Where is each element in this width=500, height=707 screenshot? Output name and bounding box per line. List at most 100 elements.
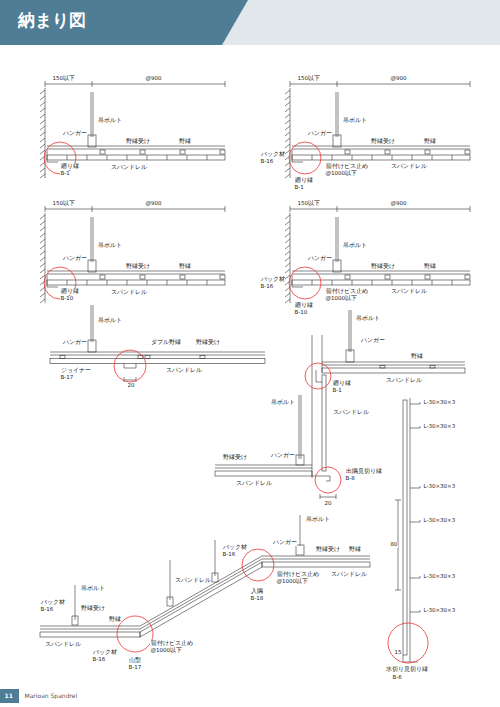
panel-groove [207, 155, 208, 160]
hanger [333, 260, 341, 272]
part-label: 20 [127, 383, 135, 389]
part-label: 出隅見切り縁 [345, 469, 382, 475]
ceiling-detail [40, 81, 225, 178]
wall-hatch [285, 126, 290, 130]
part-label: L-30×30×3 [423, 518, 456, 524]
part-label: 野縁 [410, 354, 423, 360]
furring [220, 150, 225, 154]
furring [100, 150, 105, 154]
part-label: 野縁受け [315, 547, 340, 553]
part-label: 野縁受け [125, 264, 150, 270]
panel-groove [432, 155, 433, 160]
wall-hatch [285, 263, 290, 267]
dimension-tick [45, 81, 46, 87]
edge-trim [47, 275, 58, 287]
panel-groove [312, 280, 313, 285]
wall-hatch [40, 257, 45, 261]
part-label: B-16 [260, 284, 274, 290]
wall-hatch [40, 90, 45, 94]
part-label: 野縁受け [195, 340, 220, 346]
part-label: バック材 [222, 545, 247, 551]
wall-hatch [40, 275, 45, 279]
wall-hatch [285, 275, 290, 279]
panel-groove [67, 155, 68, 160]
part-label: B-1 [60, 171, 70, 177]
wall-hatch [40, 269, 45, 273]
part-label: 留付けビス止め [325, 164, 368, 170]
dimension-tick [290, 81, 291, 87]
furring [180, 150, 185, 154]
panel-groove [67, 280, 68, 285]
part-label: 山型 [128, 658, 141, 664]
wall-hatch [40, 293, 45, 297]
part-label: 留付けビス止め [150, 641, 193, 647]
dimension-tick [337, 81, 338, 87]
wall-hatch [285, 108, 290, 112]
wall-hatch [285, 162, 290, 166]
part-label: L-30×30×3 [423, 400, 456, 406]
part-label: 野縁 [178, 264, 191, 270]
part-label: 廻り縁 [60, 164, 79, 170]
wall-hatch [285, 102, 290, 106]
furring [140, 150, 145, 154]
dimension-tick [337, 206, 338, 212]
part-label: B-16 [222, 552, 236, 558]
joint-detail [50, 305, 265, 382]
part-label: 80 [390, 542, 398, 548]
part-label: スパンドレル [174, 578, 211, 584]
part-label: 野縁 [178, 139, 191, 145]
spandrel-panel [47, 155, 225, 160]
panel-groove [372, 155, 373, 160]
wall-hatch [285, 221, 290, 225]
panel-groove [87, 155, 88, 160]
part-label: スパンドレル [390, 289, 427, 295]
wall-hatch [285, 239, 290, 243]
wall-hatch [40, 227, 45, 231]
page-title: 納まり図 [18, 11, 86, 30]
panel-groove [107, 280, 108, 285]
panel-groove [207, 280, 208, 285]
footer [0, 689, 19, 703]
wall-hatch [40, 263, 45, 267]
wall-hatch [285, 215, 290, 219]
part-label: B-8 [345, 476, 355, 482]
part-label: B-6 [392, 675, 402, 681]
panel-groove [312, 155, 313, 160]
furring [425, 275, 430, 279]
part-label: 廻り縁 [60, 289, 79, 295]
part-label: 吊ボルト [305, 517, 330, 523]
ceiling-detail [40, 206, 225, 303]
wall-hatch [40, 144, 45, 148]
part-label: バック材 [92, 650, 117, 656]
hanging-bolt [91, 217, 92, 262]
dimension-line [290, 209, 470, 210]
part-label: ハンガー [270, 453, 295, 459]
part-label: 150以下 [52, 76, 76, 82]
panel-groove [392, 155, 393, 160]
wall-hatch [40, 215, 45, 219]
part-label: ダブル野縁 [150, 340, 181, 346]
panel-groove [167, 155, 168, 160]
part-label: @1000以下 [325, 171, 358, 177]
wall-hatch [40, 233, 45, 237]
detail-circle [289, 267, 321, 299]
panel-groove [107, 155, 108, 160]
part-label: L-30×30×3 [423, 574, 456, 580]
part-label: B-17 [128, 665, 142, 671]
furring [385, 150, 390, 154]
part-label: 20 [324, 501, 332, 507]
part-label: 吊ボルト [97, 243, 122, 249]
part-label: 吊ボルト [97, 318, 122, 324]
spandrel-panel [292, 280, 470, 285]
part-label: 野縁 [108, 617, 121, 623]
footer-brand: Marioan Spandrel [24, 693, 78, 699]
part-label: 野縁 [423, 264, 436, 270]
furring [385, 275, 390, 279]
hanger [88, 260, 96, 272]
wall-hatch [285, 245, 290, 249]
part-label: 吊ボルト [342, 118, 367, 124]
part-label: B-18 [250, 596, 264, 602]
hanging-bolt [93, 217, 94, 262]
wall-hatch [285, 174, 290, 178]
part-label: ハンガー [307, 256, 332, 262]
